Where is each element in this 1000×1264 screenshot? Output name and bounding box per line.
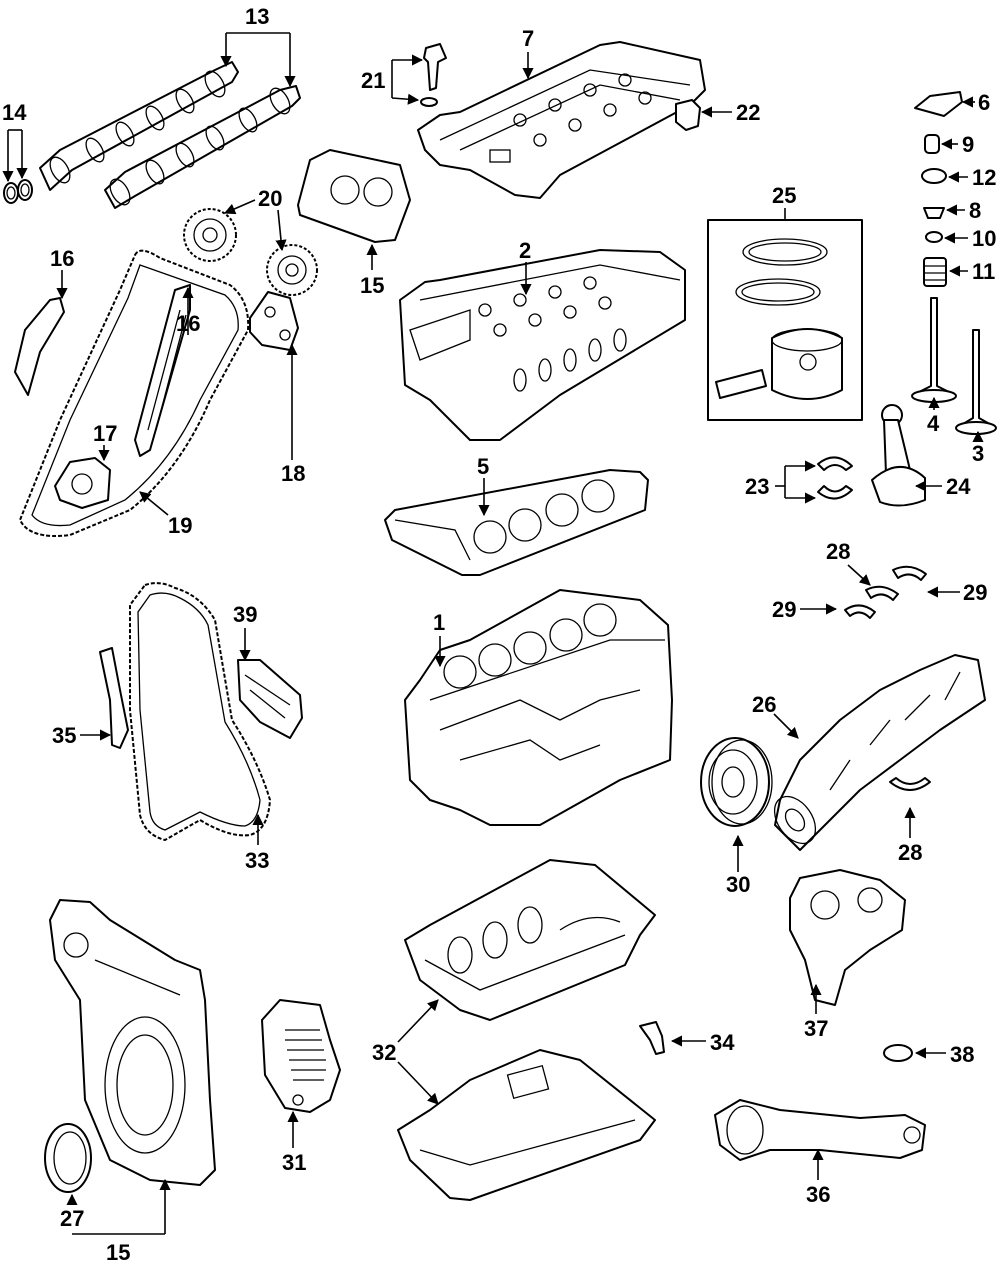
callout-5: 5	[477, 454, 489, 479]
callout-34: 34	[710, 1030, 735, 1055]
chain-tensioner	[54, 457, 111, 509]
callout-15-upper: 15	[360, 273, 384, 298]
lash-adjuster	[924, 134, 940, 154]
callout-13: 13	[245, 4, 269, 29]
sensor	[675, 99, 701, 131]
oil-pressure-switch	[639, 1021, 665, 1055]
callout-12: 12	[972, 165, 996, 190]
head-gasket	[384, 469, 649, 576]
sprocket-exhaust	[183, 208, 237, 262]
callout-21: 21	[361, 68, 385, 93]
callout-17: 17	[93, 421, 117, 446]
callout-labels: 13 14 21 7 22 6 9 12 8 10 11 25 2 20 15 …	[2, 4, 996, 1264]
callout-18: 18	[281, 461, 305, 486]
valve-exhaust	[955, 329, 997, 435]
secondary-tensioner	[237, 659, 303, 739]
tensioner-bracket	[249, 291, 299, 351]
callout-9: 9	[962, 132, 974, 157]
leader-lines	[2, 32, 984, 1235]
callout-2: 2	[519, 238, 531, 263]
callout-14: 14	[2, 100, 27, 125]
callout-29-right: 29	[963, 580, 987, 605]
main-bearings	[844, 565, 931, 791]
callout-29-left: 29	[772, 597, 796, 622]
oil-pan-lower	[397, 1049, 656, 1201]
o-ring	[883, 1044, 913, 1062]
chain-guide-left	[14, 297, 65, 396]
injector	[420, 43, 447, 107]
valve-seal	[925, 231, 943, 243]
valve-intake	[911, 297, 957, 403]
callout-1: 1	[433, 610, 445, 635]
callout-31: 31	[282, 1150, 306, 1175]
cover-upper	[297, 149, 411, 243]
callout-32: 32	[372, 1040, 396, 1065]
rocker-arm	[914, 91, 963, 117]
valve-spring	[923, 257, 947, 287]
oil-pump	[789, 869, 906, 1006]
callout-28-bottom: 28	[898, 840, 922, 865]
callout-27: 27	[60, 1206, 84, 1231]
connecting-rod	[871, 404, 926, 507]
oil-pickup-tube	[714, 1099, 926, 1161]
secondary-chain-guide	[99, 647, 129, 749]
oil-cooler	[261, 999, 341, 1113]
callout-20: 20	[258, 186, 282, 211]
callout-16-left: 16	[50, 246, 74, 271]
chain-guide-right	[134, 284, 191, 457]
callout-22: 22	[736, 100, 760, 125]
callout-26: 26	[752, 692, 776, 717]
crankshaft	[773, 654, 986, 851]
callout-36: 36	[806, 1182, 830, 1207]
callout-35: 35	[52, 723, 76, 748]
callout-6: 6	[978, 90, 990, 115]
oil-pan-upper	[404, 859, 656, 1021]
camshaft-intake	[39, 61, 239, 191]
callout-19: 19	[168, 513, 192, 538]
crankshaft-front-seal	[44, 1123, 92, 1193]
engine-block	[404, 589, 673, 826]
camshaft-exhaust	[104, 85, 301, 209]
callout-15-lower: 15	[106, 1240, 130, 1264]
piston-kit-box	[707, 219, 863, 421]
callout-7: 7	[522, 26, 534, 51]
callout-33: 33	[245, 848, 269, 873]
callout-11: 11	[972, 259, 995, 284]
callout-25: 25	[772, 183, 796, 208]
callout-16-right: 16	[176, 311, 200, 336]
timing-chain-primary	[19, 249, 250, 537]
callout-4: 4	[927, 411, 940, 436]
callout-30: 30	[726, 872, 750, 897]
cylinder-head	[399, 249, 686, 441]
callout-8: 8	[969, 198, 981, 223]
callout-28-top: 28	[826, 539, 850, 564]
callout-23: 23	[745, 474, 769, 499]
camshaft-seals	[3, 179, 33, 204]
callout-39: 39	[233, 602, 257, 627]
sprocket-intake	[266, 244, 318, 296]
front-cover-lower	[49, 899, 216, 1186]
valve-cover	[417, 41, 706, 199]
callout-3: 3	[972, 441, 984, 466]
damper-pulley	[700, 737, 773, 827]
callout-38: 38	[950, 1042, 974, 1067]
callout-37: 37	[804, 1016, 828, 1041]
valve-spring-seat	[921, 168, 947, 184]
timing-chain-secondary	[129, 582, 271, 841]
callout-10: 10	[972, 226, 996, 251]
callout-24: 24	[946, 474, 971, 499]
valve-keeper	[923, 207, 945, 219]
rod-bearings	[817, 456, 853, 500]
